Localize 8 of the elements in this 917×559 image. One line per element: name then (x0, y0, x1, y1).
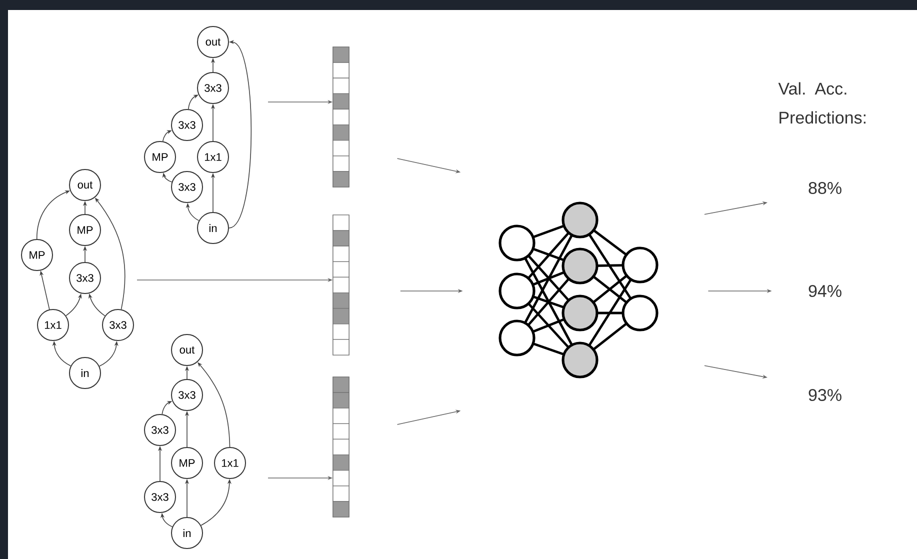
encoding-vector (332, 46, 350, 188)
encoding-vector (332, 376, 350, 518)
accuracy-value: 94% (808, 284, 842, 298)
accuracy-value: 88% (808, 182, 842, 194)
neural-network-drawing (498, 202, 658, 378)
accuracy-value: 93% (808, 388, 842, 402)
encoding-vector (332, 214, 350, 356)
axis-caption: Val. Acc. Predictions: (778, 82, 866, 124)
